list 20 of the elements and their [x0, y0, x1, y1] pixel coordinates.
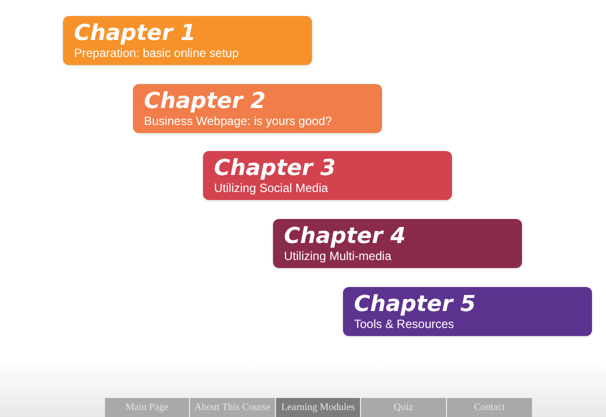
chapter-card — [343, 287, 592, 336]
chapter-title: Chapter 5 — [354, 292, 477, 316]
chapter-subtitle: Utilizing Multi-media — [284, 248, 392, 262]
nav-tab: Main Page — [105, 398, 189, 417]
chapter-title: Chapter 2 — [144, 90, 267, 114]
chapter-subtitle: Business Webpage: is yours good? — [144, 114, 333, 128]
nav-tab: Contact — [447, 398, 532, 417]
nav-tab: Learning Modules — [276, 398, 360, 417]
chapter-card — [273, 219, 522, 268]
chapter-title: Chapter 1 — [74, 22, 197, 46]
chapter-subtitle: Tools & Resources — [354, 316, 456, 330]
chapter-card — [133, 84, 382, 133]
chapter-subtitle: Utilizing Social Media — [214, 180, 330, 194]
chapter-title: Chapter 3 — [214, 156, 337, 180]
nav-tab: About This Course — [190, 398, 275, 417]
nav-tab: Quiz — [361, 398, 446, 417]
chapter-subtitle: Preparation: basic online setup — [74, 46, 240, 60]
chapter-title: Chapter 4 — [284, 224, 407, 248]
chapter-card — [203, 151, 452, 200]
chapter-card — [63, 16, 312, 65]
